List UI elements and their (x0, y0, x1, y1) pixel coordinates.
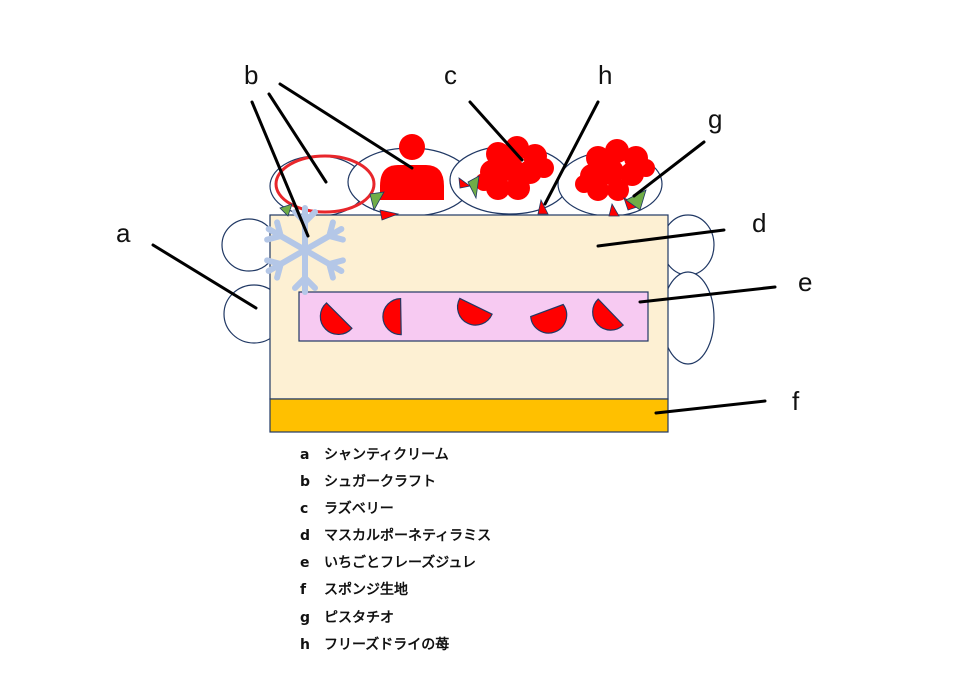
callout-d: d (752, 208, 766, 238)
legend-item: c ラズベリー (300, 498, 491, 525)
legend-key: h (300, 636, 310, 653)
leader-line-c (468, 100, 524, 162)
legend-item: d マスカルポーネティラミス (300, 525, 491, 552)
callout-g: g (708, 104, 722, 134)
legend: a シャンティクリーム b シュガークラフト c ラズベリー d マスカルポーネティラミ… (300, 444, 491, 661)
legend-label: ピスタチオ (324, 609, 394, 626)
leader-line-h (543, 100, 600, 206)
raspberry (475, 136, 554, 200)
legend-item: h フリーズドライの苺 (300, 634, 491, 661)
strawberry-slice (319, 302, 353, 335)
strawberry-slice (382, 297, 402, 336)
raspberry (575, 139, 655, 201)
leader-line-g (632, 140, 706, 198)
leader-line-b (267, 92, 328, 184)
legend-label: シャンティクリーム (324, 447, 449, 463)
strawberry-slice (592, 298, 625, 331)
legend-label: シュガークラフト (324, 474, 436, 491)
leader-line-d (596, 228, 726, 248)
legend-label: いちごとフレーズジュレ (324, 555, 477, 572)
callout-a: a (116, 218, 131, 248)
leader-line-f (654, 399, 767, 415)
legend-item: e いちごとフレーズジュレ (300, 552, 491, 579)
strawberry-slices (319, 297, 625, 336)
callout-f: f (792, 386, 800, 416)
legend-key: a (300, 447, 310, 463)
legend-item: b シュガークラフト (300, 471, 491, 498)
strawberry-slice (530, 303, 568, 334)
leader-line-e (638, 285, 777, 304)
legend-label: フリーズドライの苺 (324, 636, 450, 653)
sugar-craft-figure (380, 134, 444, 200)
leader-lines (151, 82, 777, 415)
legend-label: マスカルポーネティラミス (324, 528, 492, 545)
jelly-layer (298, 291, 649, 342)
leader-line-b (278, 82, 414, 170)
callout-b: b (244, 60, 258, 90)
strawberry-slice (457, 297, 493, 326)
legend-key: f (300, 582, 307, 599)
legend-key: e (300, 555, 310, 572)
callout-c: c (444, 60, 457, 90)
legend-item: f スポンジ生地 (300, 579, 491, 606)
sponge-layer (269, 398, 669, 433)
legend-item: g ピスタチオ (300, 607, 491, 634)
legend-item: a シャンティクリーム (300, 444, 491, 471)
callout-h: h (598, 60, 612, 90)
legend-key: b (300, 474, 311, 491)
sugar-craft-ring (274, 154, 376, 214)
legend-key: d (300, 528, 311, 545)
callout-e: e (798, 267, 812, 297)
legend-key: g (300, 609, 311, 626)
legend-label: ラズベリー (324, 501, 394, 518)
leader-line-b (250, 100, 310, 238)
pistachio (279, 175, 647, 217)
legend-label: スポンジ生地 (324, 582, 408, 599)
legend-key: c (300, 501, 309, 518)
leader-line-a (151, 243, 258, 310)
snowflake-icon (264, 205, 346, 295)
